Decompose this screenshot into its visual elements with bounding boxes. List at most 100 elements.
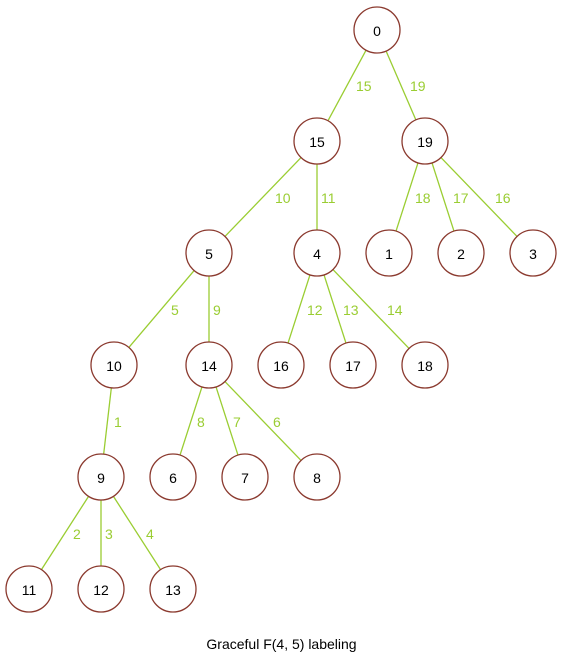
- edge-n5-n10: [128, 270, 195, 348]
- edge-label-n4-n17: 13: [343, 302, 359, 318]
- edge-label-n9-n12: 3: [105, 526, 113, 542]
- edge-label-n14-n6: 8: [197, 414, 205, 430]
- node-label: 10: [106, 358, 122, 374]
- node-7: 7: [221, 453, 269, 501]
- edge-n0-n15: [327, 49, 367, 122]
- edge-n4-n16: [287, 274, 311, 344]
- node-label: 16: [273, 358, 289, 374]
- node-label: 9: [97, 470, 105, 486]
- node-14: 14: [185, 341, 233, 389]
- edge-label-n5-n14: 9: [213, 302, 221, 318]
- edge-n19-n2: [431, 162, 455, 232]
- node-label: 15: [309, 134, 325, 150]
- edge-label-n4-n18: 14: [387, 302, 403, 318]
- node-17: 17: [329, 341, 377, 389]
- edge-label-n14-n7: 7: [233, 414, 241, 430]
- edge-n4-n18: [332, 269, 410, 349]
- node-8: 8: [293, 453, 341, 501]
- node-3: 3: [509, 229, 557, 277]
- edge-n14-n8: [224, 381, 302, 461]
- node-9: 9: [77, 453, 125, 501]
- edge-label-n19-n2: 17: [453, 190, 469, 206]
- edge-n0-n19: [385, 50, 417, 121]
- edge-label-n14-n8: 6: [273, 414, 281, 430]
- node-19: 19: [401, 117, 449, 165]
- node-label: 11: [22, 582, 37, 598]
- edge-label-n10-n9: 1: [114, 414, 122, 430]
- edge-label-n19-n1: 18: [415, 190, 431, 206]
- node-circle: [509, 229, 557, 277]
- node-label: 7: [241, 470, 249, 486]
- node-circle: [437, 229, 485, 277]
- edge-label-n0-n15: 15: [356, 78, 372, 94]
- node-circle: [90, 341, 138, 389]
- node-18: 18: [401, 341, 449, 389]
- node-label: 14: [201, 358, 217, 374]
- node-circle: [401, 341, 449, 389]
- node-label: 6: [169, 470, 177, 486]
- node-5: 5: [185, 229, 233, 277]
- edge-n19-n1: [395, 162, 419, 232]
- node-circle: [257, 341, 305, 389]
- node-circle: [221, 453, 269, 501]
- edge-n4-n17: [323, 274, 347, 344]
- node-12: 12: [77, 565, 125, 613]
- node-15: 15: [293, 117, 341, 165]
- node-label: 12: [93, 582, 109, 598]
- node-label: 0: [373, 23, 381, 39]
- edge-label-n15-n5: 10: [275, 190, 291, 206]
- node-circle: [77, 565, 125, 613]
- node-label: 1: [385, 246, 393, 262]
- node-circle: [77, 453, 125, 501]
- node-circle: [401, 117, 449, 165]
- node-label: 8: [313, 470, 321, 486]
- node-circle: [293, 229, 341, 277]
- edge-n14-n7: [215, 386, 239, 456]
- edge-label-n4-n16: 12: [307, 302, 323, 318]
- node-10: 10: [90, 341, 138, 389]
- node-label: 5: [205, 246, 213, 262]
- node-11: 11: [5, 565, 53, 613]
- node-circle: [149, 453, 197, 501]
- node-circle: [185, 341, 233, 389]
- node-0: 0: [353, 6, 401, 54]
- node-circle: [293, 453, 341, 501]
- node-16: 16: [257, 341, 305, 389]
- node-circle: [5, 565, 53, 613]
- node-circle: [293, 117, 341, 165]
- node-label: 17: [345, 358, 361, 374]
- node-4: 4: [293, 229, 341, 277]
- node-6: 6: [149, 453, 197, 501]
- node-label: 3: [529, 246, 537, 262]
- node-label: 19: [417, 134, 433, 150]
- edge-n9-n13: [112, 495, 162, 571]
- edge-label-n19-n3: 16: [495, 190, 511, 206]
- node-label: 18: [417, 358, 433, 374]
- edge-label-n15-n4: 11: [321, 190, 336, 206]
- edge-n9-n11: [40, 495, 90, 571]
- node-circle: [149, 565, 197, 613]
- node-label: 2: [457, 246, 465, 262]
- edge-label-n9-n13: 4: [146, 526, 154, 542]
- edges-layer: [40, 49, 518, 571]
- node-1: 1: [365, 229, 413, 277]
- edge-label-n9-n11: 2: [73, 526, 81, 542]
- node-label: 13: [165, 582, 181, 598]
- node-circle: [329, 341, 377, 389]
- node-label: 4: [313, 246, 321, 262]
- edge-label-n0-n19: 19: [410, 78, 426, 94]
- node-circle: [365, 229, 413, 277]
- node-2: 2: [437, 229, 485, 277]
- node-circle: [185, 229, 233, 277]
- edge-label-n5-n10: 5: [171, 302, 179, 318]
- edge-n15-n5: [224, 157, 302, 237]
- edge-n14-n6: [179, 386, 203, 456]
- edge-n10-n9: [103, 387, 112, 455]
- diagram-caption: Graceful F(4, 5) labeling: [206, 636, 357, 652]
- node-circle: [353, 6, 401, 54]
- node-13: 13: [149, 565, 197, 613]
- edge-n19-n3: [440, 157, 518, 237]
